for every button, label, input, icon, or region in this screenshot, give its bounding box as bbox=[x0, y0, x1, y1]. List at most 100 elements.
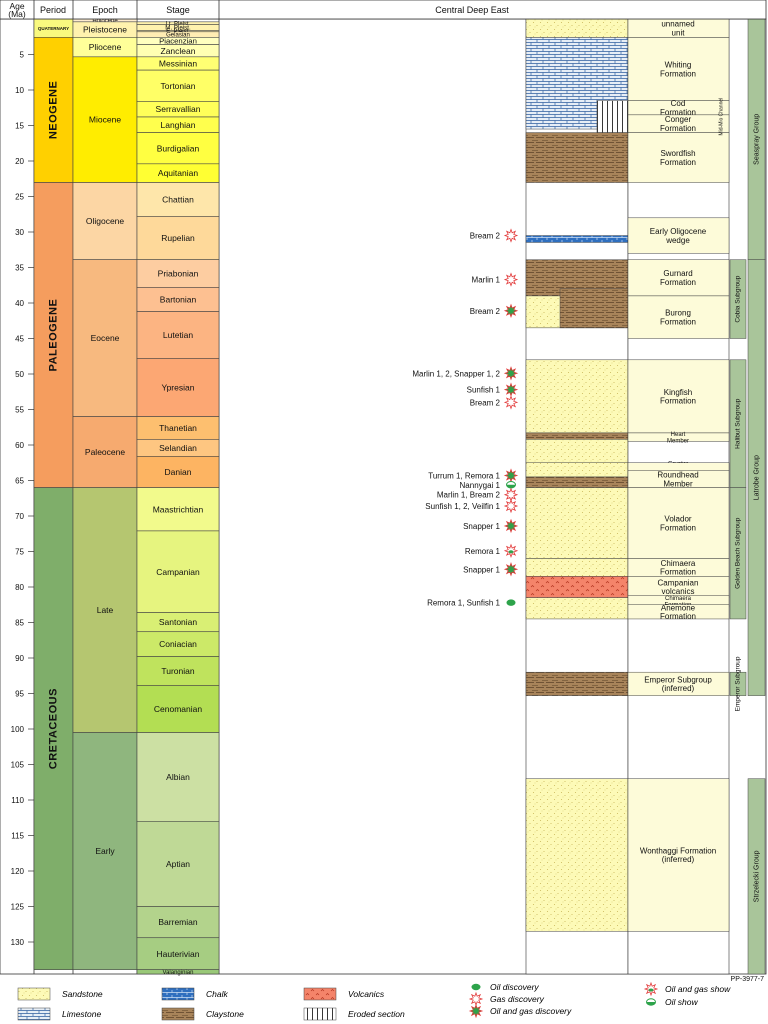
oil-half-icon bbox=[508, 550, 514, 554]
gas-icon bbox=[468, 991, 484, 1007]
formation-label: Formation bbox=[660, 568, 696, 577]
formation-box bbox=[627, 359, 730, 434]
subgroup-label: Mid-Mio Channel bbox=[718, 98, 724, 136]
stage-label: Thanetian bbox=[159, 423, 197, 433]
section-header: Central Deep East bbox=[435, 5, 509, 15]
stage-label: Langhian bbox=[161, 120, 196, 130]
subgroup-bar bbox=[729, 671, 747, 696]
age-tick-label: 75 bbox=[15, 548, 24, 557]
stage-label: Aquitanian bbox=[158, 168, 198, 178]
subgroup-bar bbox=[729, 259, 747, 339]
stage-header: Stage bbox=[166, 5, 190, 15]
formation-label: (inferred) bbox=[662, 684, 695, 693]
epoch-label: Miocene bbox=[89, 115, 121, 125]
formation-label: Wonthaggi Formation bbox=[640, 846, 716, 855]
stage-band bbox=[136, 358, 220, 417]
discovery-label: Turrum 1, Remora 1 bbox=[428, 472, 500, 481]
figure-code: PP-3977-7 bbox=[731, 976, 765, 983]
formation-label: Campanian bbox=[658, 578, 699, 587]
lithology-sandstone bbox=[525, 462, 629, 478]
oil-gas-icon bbox=[503, 366, 519, 381]
age-tick-label: 130 bbox=[11, 938, 25, 947]
stage-label: Serravallian bbox=[156, 104, 201, 114]
stage-label: Tortonian bbox=[161, 81, 196, 91]
age-tick-label: 55 bbox=[15, 406, 24, 415]
lithology-volcanics bbox=[525, 576, 629, 598]
formation-label: Formation bbox=[660, 397, 696, 406]
stage-band bbox=[136, 69, 220, 102]
stage-band bbox=[136, 969, 220, 975]
subgroup-label: Halibut Subgroup bbox=[735, 398, 742, 449]
stage-label: Ypresian bbox=[162, 383, 195, 393]
epoch-band bbox=[72, 416, 138, 488]
lithology-sandstone bbox=[525, 439, 629, 464]
stage-band bbox=[136, 259, 220, 288]
formation-box bbox=[627, 671, 730, 696]
lithology-eroded bbox=[596, 100, 629, 133]
stage-label: Aptian bbox=[166, 859, 190, 869]
epoch-band bbox=[72, 56, 138, 183]
legend-swatch-claystone bbox=[161, 1007, 195, 1021]
formation-label: (inferred) bbox=[662, 855, 695, 864]
age-tick-label: 30 bbox=[15, 228, 24, 237]
group-bar bbox=[747, 778, 766, 975]
stage-label: Santonian bbox=[159, 617, 198, 627]
oil-gas-icon bbox=[503, 382, 519, 397]
formation-label: Kingfish bbox=[664, 388, 692, 397]
epoch-label: Late bbox=[97, 605, 114, 615]
oil-gas-icon bbox=[503, 303, 519, 319]
formation-box bbox=[627, 132, 730, 183]
formation-label: Chimaera bbox=[661, 559, 696, 568]
period-label: NEOGENE bbox=[47, 81, 59, 140]
period-label: PALEOGENE bbox=[47, 299, 59, 372]
age-tick-label: 25 bbox=[15, 193, 24, 202]
stage-label: Messinian bbox=[159, 59, 198, 69]
legend-label: Claystone bbox=[206, 1009, 244, 1019]
lithology-sandstone bbox=[525, 487, 629, 559]
formation-label: Anemone bbox=[661, 603, 696, 612]
epoch-label: Oligocene bbox=[86, 216, 125, 226]
legend-swatch-volcanics bbox=[303, 987, 337, 1001]
epoch-label: Pleistocene bbox=[83, 25, 127, 35]
oil-gas-icon bbox=[503, 518, 519, 534]
formation-box bbox=[627, 217, 730, 254]
subgroup-label: Cobia Subgroup bbox=[735, 275, 742, 322]
formation-label: Emperor Subgroup bbox=[644, 675, 712, 684]
age-tick-label: 80 bbox=[15, 583, 24, 592]
stage-label: Campanian bbox=[156, 567, 200, 577]
lithology-claystone bbox=[525, 432, 629, 440]
age-tick-label: 105 bbox=[11, 761, 25, 770]
stage-band bbox=[136, 216, 220, 260]
age-header: Age bbox=[9, 1, 24, 11]
oil-discovery-icon bbox=[506, 599, 516, 606]
age-tick-label: 60 bbox=[15, 441, 24, 450]
age-tick-label: 65 bbox=[15, 477, 24, 486]
stage-label: Valanginian bbox=[163, 970, 194, 976]
gas-icon bbox=[503, 395, 519, 410]
stage-band bbox=[136, 182, 220, 217]
age-tick-label: 45 bbox=[15, 335, 24, 344]
legend-label: Eroded section bbox=[348, 1009, 405, 1019]
period-band bbox=[33, 37, 74, 183]
legend-label: Limestone bbox=[62, 1009, 101, 1019]
stage-band bbox=[136, 530, 220, 613]
formation-label: Roundhead bbox=[657, 470, 698, 479]
legend-swatch-sandstone bbox=[17, 987, 51, 1001]
gas-icon bbox=[503, 272, 519, 287]
age-tick-label: 110 bbox=[11, 796, 24, 805]
group-label: Latrobe Group bbox=[753, 455, 760, 500]
stage-band bbox=[136, 906, 220, 939]
period-header: Period bbox=[40, 5, 66, 15]
group-label: Strzelecki Group bbox=[753, 850, 760, 902]
stage-label: Maastrichtian bbox=[153, 504, 204, 514]
formation-label: Formation bbox=[660, 523, 696, 532]
period-label: QUATERNARY bbox=[38, 26, 69, 31]
stage-band bbox=[136, 732, 220, 822]
group-bar bbox=[747, 259, 766, 696]
lithology-sandstone bbox=[525, 558, 629, 577]
gas-icon bbox=[503, 498, 519, 514]
stage-label: Barremian bbox=[158, 917, 197, 927]
age-tick-label: 125 bbox=[11, 903, 25, 912]
formation-label: Member bbox=[663, 479, 693, 488]
formation-box bbox=[627, 259, 730, 297]
